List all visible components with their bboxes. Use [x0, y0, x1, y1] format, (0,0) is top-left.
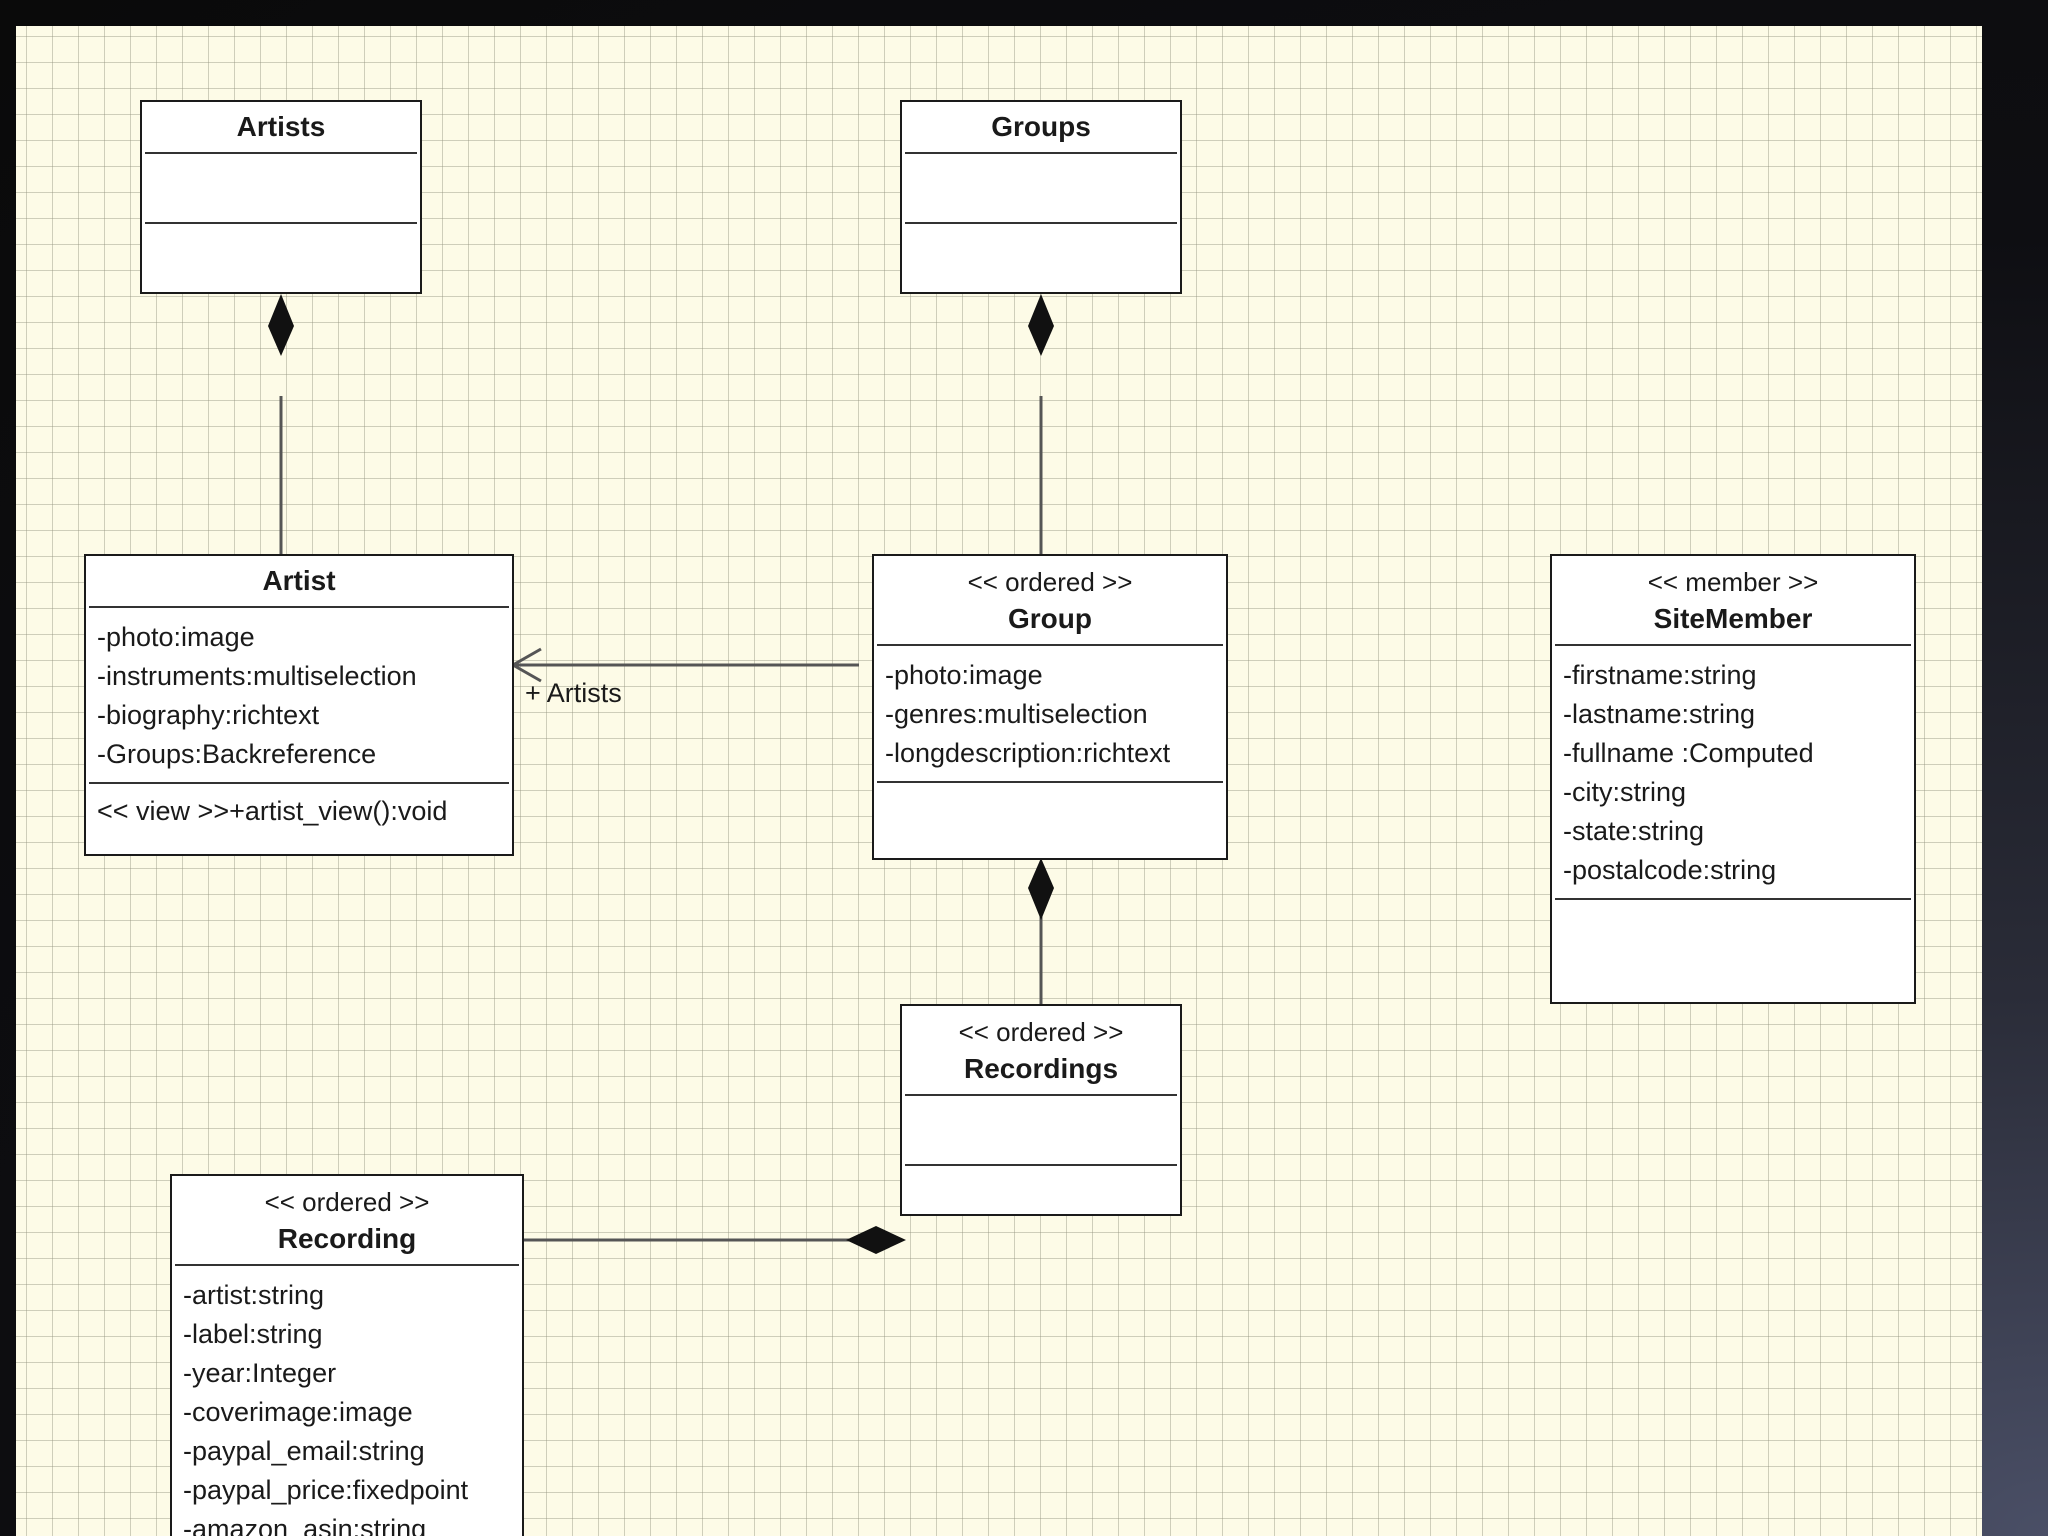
attributes-section: -photo:image -genres:multiselection -lon…: [877, 646, 1223, 783]
class-stereotype: << ordered >>: [967, 567, 1133, 597]
attribute: -year:Integer: [183, 1358, 337, 1388]
class-name: Group: [1008, 603, 1092, 634]
recordings-composition-diamond: [846, 1226, 906, 1254]
attribute: -lastname:string: [1563, 699, 1756, 729]
attribute: -photo:image: [97, 622, 255, 652]
class-name: Artists: [236, 111, 326, 142]
class-header: Artist: [89, 556, 509, 608]
connectors: [268, 294, 1054, 1254]
artists-composition-diamond: [268, 294, 294, 356]
attribute: -postalcode:string: [1563, 855, 1777, 885]
class-stereotype: << ordered >>: [264, 1187, 430, 1217]
attributes-section: [905, 1096, 1177, 1166]
class-header: << member >> SiteMember: [1555, 556, 1911, 646]
association-label: + Artists: [525, 678, 622, 708]
attributes-section: [145, 154, 417, 224]
diagram-canvas[interactable]: Artists Groups Artist -photo:image -inst…: [16, 26, 1982, 1536]
class-artists[interactable]: Artists: [140, 100, 422, 294]
attribute: -state:string: [1563, 816, 1705, 846]
attribute: -label:string: [183, 1319, 323, 1349]
class-artist[interactable]: Artist -photo:image -instruments:multise…: [84, 554, 514, 856]
attribute: -biography:richtext: [97, 700, 320, 730]
class-recording[interactable]: << ordered >> Recording -artist:string -…: [170, 1174, 524, 1536]
class-stereotype: << member >>: [1647, 567, 1819, 597]
class-header: << ordered >> Recordings: [905, 1006, 1177, 1096]
attribute: -paypal_price:fixedpoint: [183, 1475, 469, 1505]
attribute: -genres:multiselection: [885, 699, 1148, 729]
attribute: -instruments:multiselection: [97, 661, 417, 691]
attribute: -city:string: [1563, 777, 1687, 807]
group-composition-diamond: [1028, 858, 1054, 920]
class-groups[interactable]: Groups: [900, 100, 1182, 294]
attributes-section: [905, 154, 1177, 224]
attribute: -artist:string: [183, 1280, 325, 1310]
class-name: Recordings: [963, 1053, 1119, 1084]
attribute: -photo:image: [885, 660, 1043, 690]
attribute: -Groups:Backreference: [97, 739, 377, 769]
class-header: << ordered >> Recording: [175, 1176, 519, 1266]
class-group[interactable]: << ordered >> Group -photo:image -genres…: [872, 554, 1228, 860]
operations-section: << view >>+artist_view():void: [89, 784, 509, 839]
operation: << view >>+artist_view():void: [97, 796, 448, 826]
attribute: -coverimage:image: [183, 1397, 413, 1427]
attributes-section: -artist:string -label:string -year:Integ…: [175, 1266, 519, 1536]
class-recordings[interactable]: << ordered >> Recordings: [900, 1004, 1182, 1216]
attribute: -fullname :Computed: [1563, 738, 1814, 768]
class-header: << ordered >> Group: [877, 556, 1223, 646]
class-name: Artist: [262, 565, 336, 596]
attribute: -longdescription:richtext: [885, 738, 1171, 768]
attributes-section: -photo:image -instruments:multiselection…: [89, 608, 509, 784]
class-name: Recording: [277, 1223, 417, 1254]
class-name: Groups: [991, 111, 1091, 142]
class-stereotype: << ordered >>: [958, 1017, 1124, 1047]
class-name: SiteMember: [1653, 603, 1813, 634]
attribute: -paypal_email:string: [183, 1436, 425, 1466]
attributes-section: -firstname:string -lastname:string -full…: [1555, 646, 1911, 900]
attribute: -firstname:string: [1563, 660, 1757, 690]
groups-composition-diamond: [1028, 294, 1054, 356]
class-sitemember[interactable]: << member >> SiteMember -firstname:strin…: [1550, 554, 1916, 1004]
attribute: -amazon_asin:string: [183, 1514, 427, 1536]
class-header: Artists: [145, 102, 417, 154]
class-header: Groups: [905, 102, 1177, 154]
